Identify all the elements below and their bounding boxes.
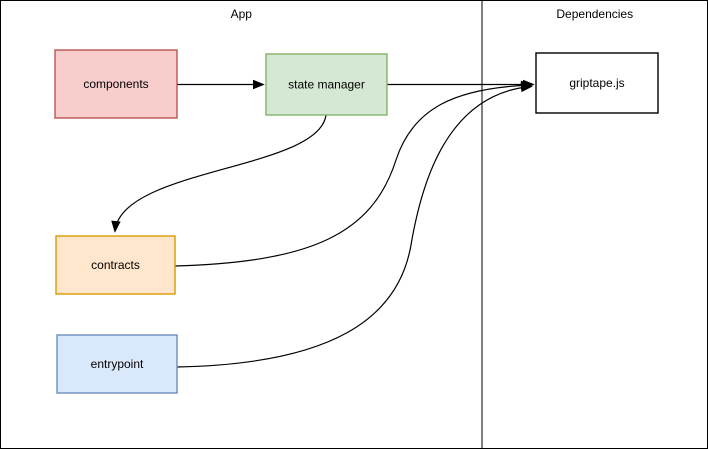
node-label-entrypoint: entrypoint (91, 357, 144, 371)
edge-entrypoint-to-griptape (176, 87, 531, 368)
edge-state-manager-to-contracts (115, 114, 327, 231)
node-label-components: components (83, 77, 148, 91)
node-entrypoint (56, 334, 178, 394)
container-label-dependencies: Dependencies (556, 7, 633, 21)
nodes-layer: components state manager contracts entrypoi… (54, 49, 659, 394)
node-components (54, 49, 178, 119)
edges-layer (115, 85, 533, 368)
container-label-app: App (231, 7, 253, 21)
node-label-contracts: contracts (91, 258, 140, 272)
node-label-griptape-js: griptape.js (569, 76, 624, 90)
node-label-state-manager: state manager (288, 78, 365, 92)
node-griptape-js (535, 52, 659, 114)
node-contracts (55, 235, 176, 295)
node-state-manager (265, 53, 388, 116)
edge-contracts-to-griptape (174, 85, 531, 267)
